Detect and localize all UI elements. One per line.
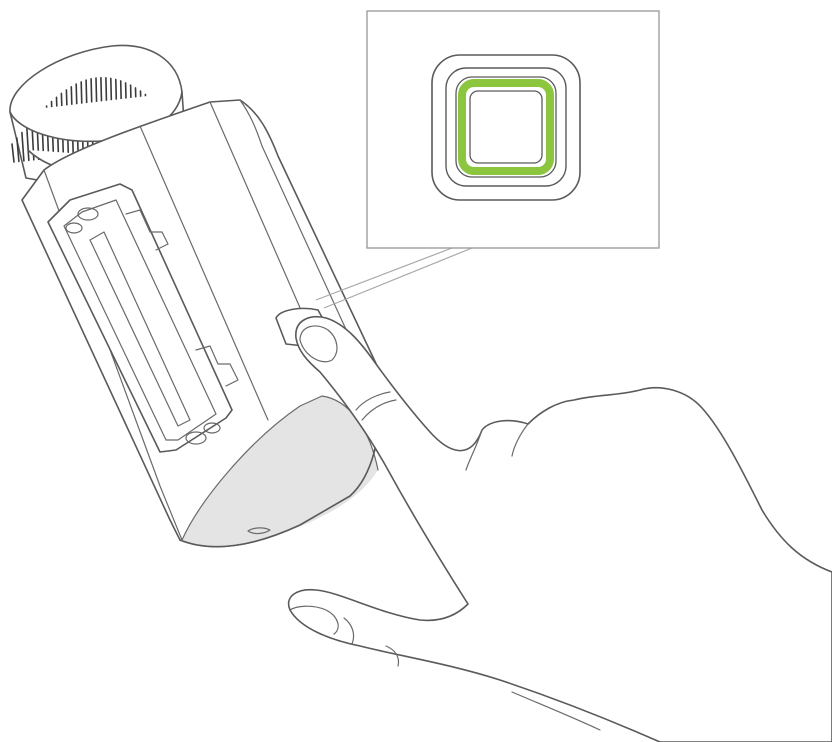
callout-box [367,11,659,248]
hand [289,317,832,742]
